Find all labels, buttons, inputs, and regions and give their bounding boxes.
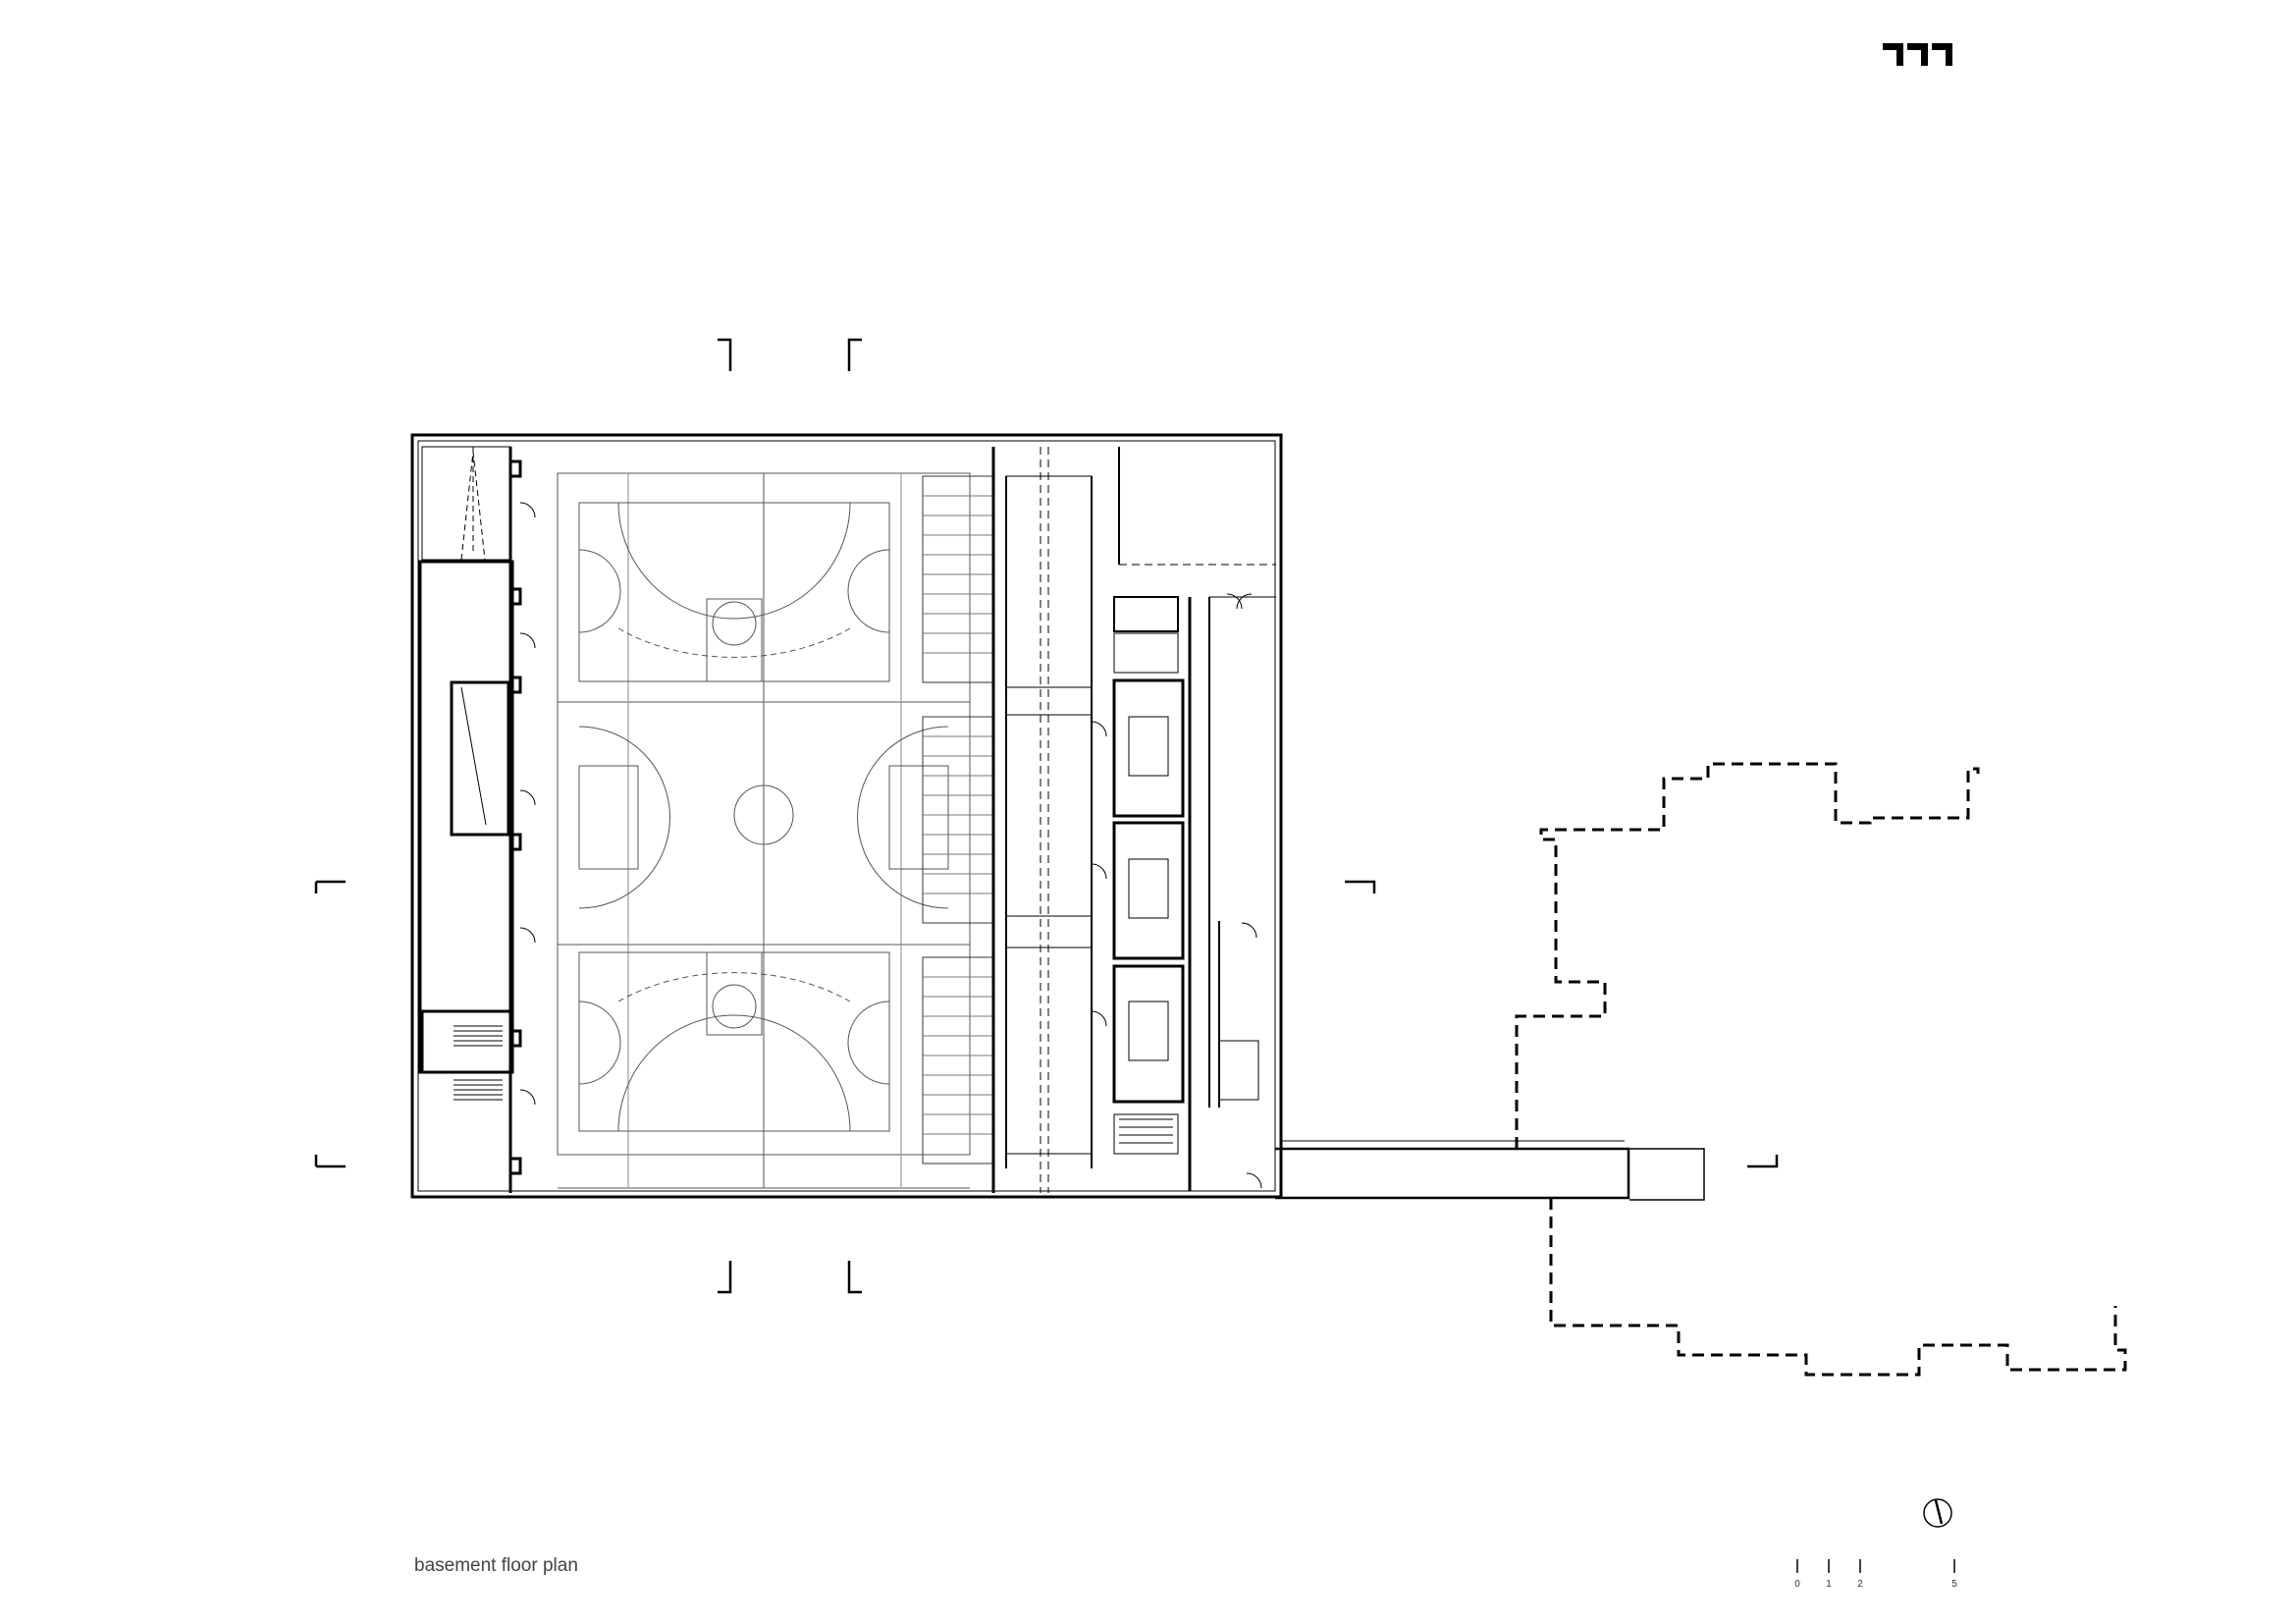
adjacent-building-outline <box>1515 762 2127 1377</box>
scale-label: 0 <box>1794 1579 1800 1590</box>
west-service-zone <box>418 446 522 1193</box>
door-swings <box>519 502 1262 1189</box>
circulation-corridor <box>991 447 1276 1193</box>
sports-hall-courts <box>557 472 971 1189</box>
section-markers <box>314 338 1779 1294</box>
north-arrow-icon <box>1923 1498 1952 1528</box>
scale-label: 5 <box>1951 1579 1957 1590</box>
bleachers <box>922 475 994 1164</box>
scale-bar <box>1796 1559 1955 1573</box>
building-walls <box>410 433 1705 1201</box>
scale-label: 2 <box>1857 1579 1863 1590</box>
office-logo <box>1883 43 1952 66</box>
drawing-caption: basement floor plan <box>414 1555 578 1576</box>
changing-rooms <box>1112 596 1276 1191</box>
scale-label: 1 <box>1826 1579 1832 1590</box>
